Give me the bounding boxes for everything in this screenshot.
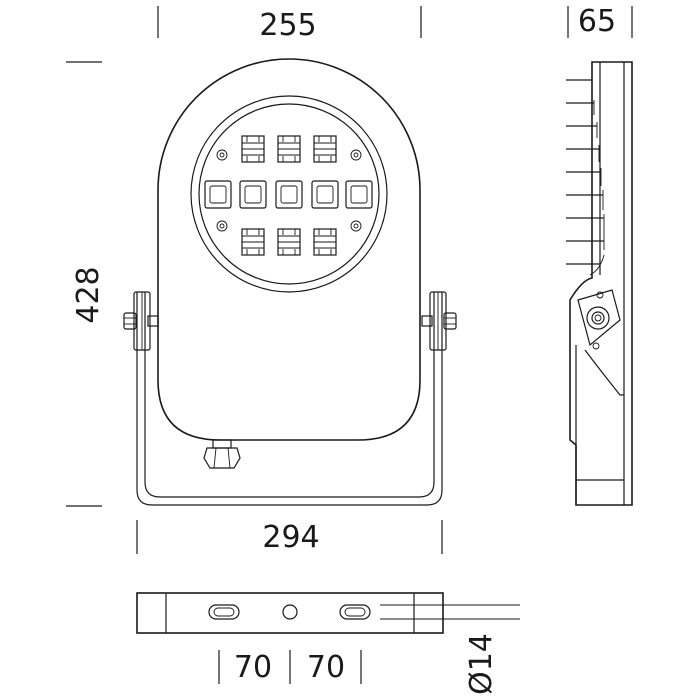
dimension-label-hole-spacing-right: 70 (307, 650, 345, 685)
side-housing-outline (569, 61, 633, 506)
dimension-label-hole-spacing-left: 70 (234, 650, 272, 685)
pivot-bolt-left (123, 312, 159, 330)
dimension-front-width: 255 (157, 6, 422, 43)
housing-outline (157, 58, 421, 441)
side-view (566, 61, 633, 506)
led-lens (345, 180, 373, 209)
bracket-plan-view (136, 592, 520, 634)
led-lens (241, 135, 265, 163)
dimension-hole-spacing: 70 70 (218, 650, 362, 685)
led-row-middle (204, 180, 373, 209)
dimension-bracket-width: 294 (136, 520, 443, 555)
heatsink-fins (566, 70, 605, 276)
led-lens (311, 180, 339, 209)
dimension-hole-diameter: Ø14 (464, 633, 499, 695)
optic-bezel-outer (190, 95, 388, 293)
mounting-slot-right (339, 604, 371, 620)
pivot-bolt-right (421, 312, 457, 330)
led-row-bottom (241, 228, 337, 256)
led-lens (313, 135, 337, 163)
led-row-top (241, 135, 337, 163)
mounting-hole-center (282, 604, 298, 620)
side-pivot-bolt (586, 291, 610, 350)
led-lens (275, 180, 303, 209)
led-lens (313, 228, 337, 256)
led-lens (241, 228, 265, 256)
led-lens (277, 135, 301, 163)
dimension-label-hole-diameter: Ø14 (464, 633, 499, 695)
bezel-screws (216, 149, 362, 232)
dimension-side-depth: 65 (567, 4, 633, 39)
mounting-slot-left (208, 604, 240, 620)
cable-gland (203, 439, 241, 469)
led-lens (239, 180, 267, 209)
led-lens (204, 180, 232, 209)
dimension-height: 428 (66, 61, 106, 507)
dimension-label-side-depth: 65 (578, 4, 616, 39)
dimension-label-bracket-width: 294 (262, 520, 319, 555)
dimension-label-front-width: 255 (259, 8, 316, 43)
mounting-bracket (123, 291, 457, 506)
bracket-plate-outline (136, 592, 444, 634)
led-lens (277, 228, 301, 256)
optic-bezel-inner (198, 103, 380, 285)
front-view (123, 58, 457, 506)
dimension-label-height: 428 (71, 266, 106, 323)
